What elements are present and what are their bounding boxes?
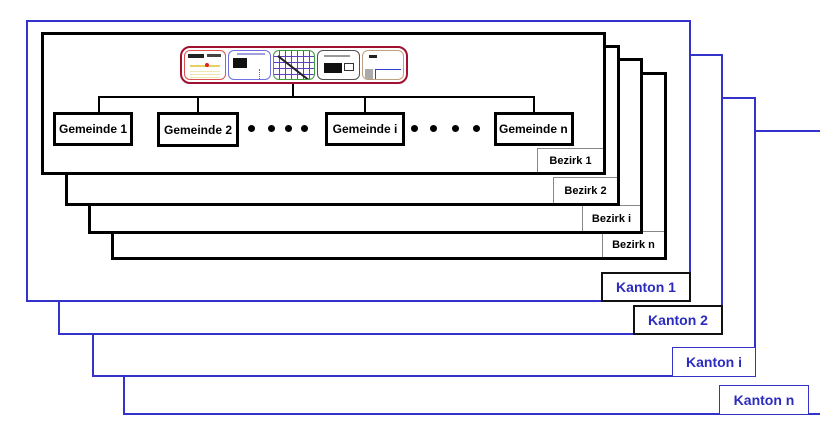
tree-branch-i [364, 96, 366, 113]
thumbnail-group [180, 46, 408, 84]
chart-thumbnail [228, 50, 271, 80]
tree-branch-1 [98, 96, 100, 113]
gemeinde-2-box: Gemeinde 2 [157, 112, 239, 147]
flow-thumbnail [317, 50, 360, 80]
gemeinde-i-box: Gemeinde i [325, 112, 405, 146]
grid-map-thumbnail [272, 50, 316, 80]
plot-thumbnail [361, 50, 405, 80]
bezirk-n-label: Bezirk n [602, 231, 664, 257]
tree-branch-2 [197, 96, 199, 113]
kanton-2-label: Kanton 2 [633, 305, 723, 335]
tree-branch-n [533, 96, 535, 113]
tree-trunk-line [292, 84, 294, 97]
bezirk-2-label: Bezirk 2 [553, 177, 617, 203]
table-thumbnail [184, 50, 227, 80]
kanton-i-label: Kanton i [672, 347, 756, 377]
gemeinde-1-box: Gemeinde 1 [53, 112, 133, 146]
kanton-1-label: Kanton 1 [601, 272, 691, 302]
kanton-n-label: Kanton n [719, 385, 809, 415]
tree-horizontal-line [98, 96, 534, 98]
gemeinde-n-box: Gemeinde n [494, 112, 574, 146]
bezirk-1-label: Bezirk 1 [537, 148, 603, 172]
bezirk-i-label: Bezirk i [582, 205, 640, 231]
